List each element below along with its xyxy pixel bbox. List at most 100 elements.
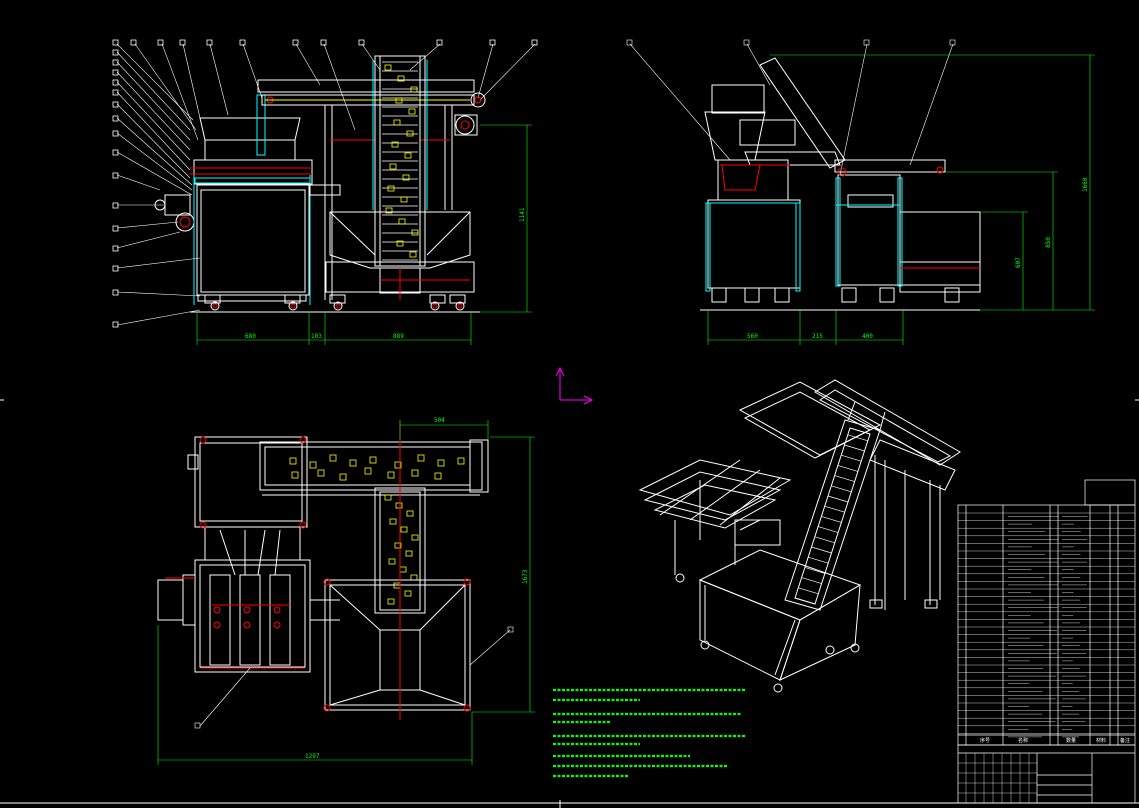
- top-hopper: [324, 579, 471, 711]
- dim-side-width-a: 560: [747, 333, 758, 340]
- tb-col-5: 备注: [1120, 737, 1130, 744]
- part-piece: [397, 75, 405, 82]
- front-hopper-red: [380, 268, 470, 300]
- leader-lines: [116, 43, 536, 326]
- top-conveyor-parts: [289, 454, 465, 481]
- title-block-headers: 序号 名称 数量 材料 备注: [980, 737, 1130, 744]
- top-conveyor: [259, 439, 489, 496]
- tb-col-2: 名称: [1018, 737, 1028, 744]
- dim-width-right: 889: [393, 333, 404, 340]
- dim-side-width-b: 215: [812, 333, 823, 340]
- elevator-rung: [834, 475, 855, 482]
- side-cyan: [705, 177, 903, 292]
- part-piece: [405, 550, 413, 557]
- dim-side-height-c: 1660: [1082, 177, 1089, 192]
- part-piece: [400, 526, 408, 533]
- part-piece: [437, 459, 445, 467]
- top-dimension-lines: [157, 420, 535, 765]
- dim-side-height-b: 850: [1045, 237, 1052, 248]
- front-elevator-cyan: [372, 60, 428, 210]
- front-casters: [190, 294, 480, 313]
- front-hopper: [309, 184, 475, 294]
- part-piece: [408, 108, 416, 115]
- elevator-rung: [837, 465, 859, 472]
- part-piece: [291, 471, 299, 479]
- tb-col-3: 数量: [1066, 737, 1076, 744]
- iso-elevator-steps: [794, 434, 868, 605]
- title-block: [957, 734, 1136, 804]
- part-piece: [409, 251, 417, 258]
- side-view: 560 215 400 607 850 1660: [626, 39, 1095, 345]
- elevator-rung: [831, 485, 852, 493]
- side-red: [720, 164, 980, 269]
- part-piece: [329, 454, 337, 462]
- tb-col-1: 序号: [980, 737, 990, 744]
- ucs-axis-icon: [555, 366, 594, 405]
- top-leaders: [194, 626, 514, 729]
- part-piece: [395, 502, 403, 509]
- elevator-rung: [811, 546, 832, 554]
- elevator-rung: [821, 516, 842, 523]
- part-piece: [364, 467, 372, 475]
- top-left-machine: [157, 436, 340, 673]
- front-left-cabinet: [154, 117, 313, 302]
- front-casters-red: [212, 303, 463, 309]
- part-piece: [406, 130, 414, 137]
- side-dimension-lines: [707, 54, 1095, 345]
- technical-notes: [553, 688, 746, 778]
- part-piece: [404, 590, 412, 597]
- dim-height: 1141: [519, 207, 526, 222]
- part-piece: [404, 152, 412, 159]
- part-piece: [384, 64, 392, 71]
- part-piece: [417, 454, 425, 462]
- dim-width-left: 680: [245, 333, 256, 340]
- elevator-rung: [844, 444, 865, 452]
- part-piece: [410, 574, 418, 581]
- part-piece: [395, 97, 403, 104]
- elevator-rung: [827, 495, 849, 503]
- part-piece: [457, 457, 465, 465]
- top-left-red: [165, 436, 307, 669]
- elevator-rung: [804, 567, 826, 574]
- front-view: 680 103 889 1141: [112, 39, 538, 345]
- part-piece: [394, 542, 402, 549]
- dim-top-depth: 1673: [522, 569, 529, 584]
- part-piece: [389, 163, 397, 170]
- part-piece: [406, 510, 414, 517]
- part-piece: [411, 229, 419, 236]
- part-piece: [411, 469, 419, 477]
- front-elevator-steps: [382, 61, 418, 261]
- part-piece: [387, 471, 395, 479]
- elevator-rung: [798, 587, 819, 595]
- part-piece: [396, 240, 404, 247]
- leader-tags: [112, 39, 538, 328]
- part-piece: [309, 461, 317, 469]
- part-piece: [410, 86, 418, 93]
- elevator-rung: [817, 526, 839, 533]
- part-piece: [393, 119, 401, 126]
- title-block-grid: [958, 753, 1037, 803]
- parts-list: [957, 479, 1136, 746]
- part-piece: [289, 457, 297, 465]
- parts-list-rows: [958, 512, 1135, 738]
- front-dimension-lines: [196, 124, 532, 345]
- dim-gap: 103: [311, 333, 322, 340]
- part-piece: [394, 461, 402, 469]
- elevator-rung: [814, 536, 835, 544]
- tb-col-4: 材料: [1096, 737, 1106, 744]
- front-top-conveyor: [257, 79, 486, 300]
- part-piece: [399, 566, 407, 573]
- part-piece: [385, 207, 393, 214]
- front-elevator: [374, 55, 426, 267]
- top-hopper-red: [323, 420, 471, 720]
- dim-side-width-c: 400: [862, 333, 873, 340]
- part-piece: [317, 469, 325, 477]
- part-piece: [388, 558, 396, 565]
- elevator-rung: [808, 556, 829, 564]
- elevator-rung: [847, 434, 868, 442]
- top-view: 504 1673 1297: [157, 417, 535, 765]
- side-casters: [711, 287, 960, 303]
- part-piece: [411, 534, 419, 541]
- top-elevator-parts: [384, 494, 419, 605]
